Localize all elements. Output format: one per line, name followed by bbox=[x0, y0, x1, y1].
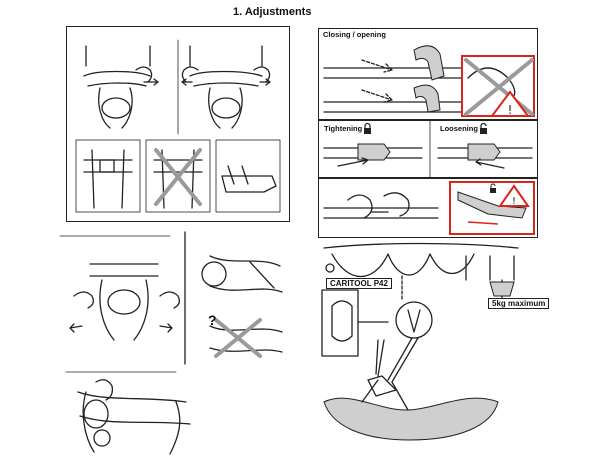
padlock-open-small-icon bbox=[490, 183, 496, 193]
loosening-label: Loosening bbox=[440, 124, 478, 133]
warning-triangle-icon-2: ! bbox=[498, 184, 530, 207]
buckle-detail-box bbox=[215, 139, 281, 213]
buckle-wrong-box bbox=[145, 139, 211, 213]
svg-text:!: ! bbox=[508, 103, 513, 117]
waist-belt-illustration bbox=[65, 371, 191, 455]
buckle-release-illustration: ! bbox=[323, 181, 535, 235]
closing-opening-label: Closing / opening bbox=[323, 30, 386, 39]
section-title: 1. Adjustments bbox=[233, 6, 312, 18]
leg-loop-figure bbox=[69, 263, 180, 341]
svg-text:!: ! bbox=[512, 196, 516, 207]
detail-circle bbox=[395, 301, 433, 339]
leg-loop-right-figures bbox=[201, 255, 283, 358]
tightening-label: Tightening bbox=[324, 124, 363, 133]
closing-opening-illustration: ! bbox=[323, 45, 535, 117]
tightening-loosening-panel bbox=[318, 120, 538, 178]
tightening-loosening-illustration bbox=[323, 119, 533, 179]
gear-loops-illustration bbox=[321, 242, 519, 441]
padlock-open-icon bbox=[480, 122, 487, 134]
caritool-label: CARITOOL P42 bbox=[326, 278, 392, 289]
harness-figure-right bbox=[181, 45, 271, 129]
caritool-box bbox=[321, 289, 359, 357]
warning-triangle-icon: ! bbox=[490, 90, 530, 117]
harness-figure-left bbox=[83, 45, 159, 129]
padlock-closed-icon bbox=[364, 122, 371, 134]
waist-adjustment-illustration bbox=[75, 39, 281, 213]
max-load-label: 5kg maximum bbox=[488, 298, 550, 309]
question-mark: ? bbox=[208, 312, 217, 328]
buckle-warning-box bbox=[449, 181, 535, 235]
leg-loop-illustration bbox=[59, 231, 283, 365]
buckle-correct-box bbox=[75, 139, 141, 213]
